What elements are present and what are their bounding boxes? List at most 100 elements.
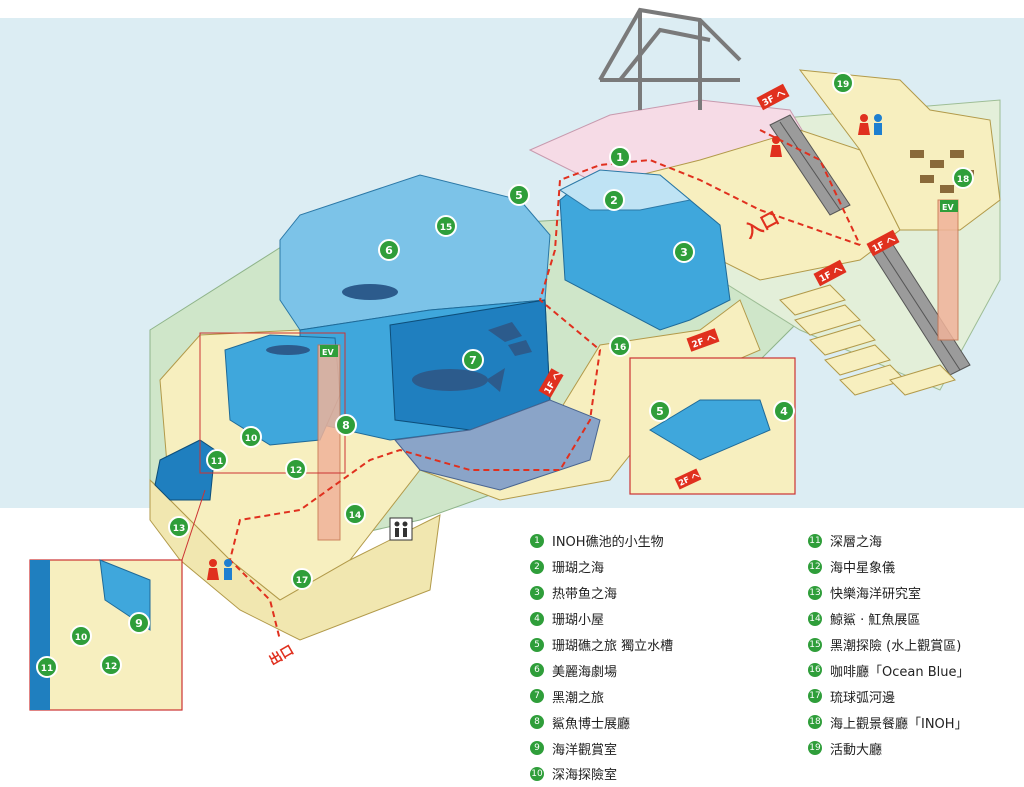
area-marker-5: 5 — [649, 400, 671, 422]
svg-text:9: 9 — [135, 617, 143, 630]
svg-text:11: 11 — [211, 457, 224, 467]
whale-shark-tail — [486, 368, 505, 392]
svg-text:16: 16 — [614, 343, 627, 353]
legend-number-badge: 16 — [808, 663, 822, 678]
restroom-icon-3 — [858, 114, 882, 135]
area-marker-14: 14 — [344, 503, 366, 525]
legend-number-badge: 15 — [808, 637, 822, 652]
legend-item-8: 8 鯊魚博士展廳 — [530, 709, 673, 735]
area-marker-12: 12 — [285, 458, 307, 480]
lower-floor — [149, 478, 441, 641]
svg-text:10: 10 — [75, 633, 88, 643]
inset-coral-hut-tank — [649, 399, 771, 461]
legend-number-badge: 2 — [530, 559, 544, 574]
area-marker-6: 6 — [378, 239, 400, 261]
manta-ray-figure — [488, 322, 522, 342]
area-marker-17: 17 — [291, 568, 313, 590]
escalator-upper — [769, 114, 851, 216]
legend-label: 黑潮探險 (水上觀賞區) — [830, 639, 962, 654]
restroom-icon-4 — [770, 136, 782, 157]
legend-item-15: 15 黑潮探險 (水上觀賞區) — [808, 632, 969, 658]
legend-number-badge: 13 — [808, 585, 822, 600]
legend-number-badge: 3 — [530, 585, 544, 600]
legend-label: 黑潮之旅 — [552, 690, 605, 706]
legend-number-badge: 17 — [808, 689, 822, 704]
legend-label: 珊瑚小屋 — [552, 613, 605, 629]
area-marker-15: 15 — [435, 215, 457, 237]
visitor-route — [228, 158, 861, 641]
svg-text:14: 14 — [349, 511, 362, 521]
legend-number-badge: 10 — [530, 766, 544, 781]
svg-text:5: 5 — [515, 189, 523, 202]
manta-ray-figure-2 — [508, 340, 532, 356]
legend-label: 珊瑚礁之旅 獨立水槽 — [552, 639, 674, 654]
whale-shark-figure — [412, 369, 488, 391]
legend-number-badge: 9 — [530, 741, 544, 756]
legend-item-3: 3 热带鱼之海 — [530, 580, 673, 606]
legend-label: 鯊魚博士展廳 — [552, 716, 631, 732]
legend-item-9: 9 海洋觀賞室 — [530, 735, 673, 761]
whale-shark-figure-2 — [342, 284, 398, 300]
elevator-shaft-2 — [937, 199, 959, 341]
area-marker-2: 2 — [603, 189, 625, 211]
svg-text:12: 12 — [105, 662, 118, 672]
legend-item-13: 13 快樂海洋研究室 — [808, 580, 969, 606]
svg-text:12: 12 — [290, 466, 303, 476]
legend-label: 快樂海洋研究室 — [830, 587, 922, 603]
ev-sign-b: EV — [940, 200, 958, 212]
legend-item-17: 17 琉球弧河邊 — [808, 683, 969, 709]
shark-figure — [266, 345, 310, 355]
legend-number-badge: 8 — [530, 715, 544, 730]
area-marker-3: 3 — [673, 241, 695, 263]
legend-number-badge: 11 — [808, 533, 822, 548]
legend-number-badge: 4 — [530, 611, 544, 626]
svg-text:EV: EV — [942, 203, 954, 212]
legend-item-18: 18 海上觀景餐廳「INOH」 — [808, 709, 969, 735]
legend-label: 海上觀景餐廳「INOH」 — [830, 716, 968, 732]
legend-number-badge: 18 — [808, 715, 822, 730]
area-marker-13: 13 — [168, 516, 190, 538]
legend-label: 活動大廳 — [830, 742, 883, 758]
legend-label: 琉球弧河邊 — [830, 690, 896, 706]
area-marker-18: 18 — [952, 167, 974, 189]
area-marker-5: 5 — [508, 184, 530, 206]
area-marker-8: 8 — [335, 414, 357, 436]
legend-label: 深海探險室 — [552, 768, 618, 784]
legend-item-14: 14 鯨鯊 · 魟魚展區 — [808, 606, 969, 632]
legend-label: INOH礁池的小生物 — [552, 535, 664, 551]
svg-text:13: 13 — [173, 524, 186, 534]
ev-sign-a: EV — [320, 345, 338, 357]
svg-text:11: 11 — [41, 664, 54, 674]
svg-text:3: 3 — [680, 246, 688, 259]
svg-text:19: 19 — [837, 80, 850, 90]
legend-label: 鯨鯊 · 魟魚展區 — [830, 613, 921, 629]
area-marker-12: 12 — [100, 654, 122, 676]
restroom-icon-2 — [207, 559, 232, 580]
svg-text:7: 7 — [469, 354, 477, 367]
legend-label: 咖啡廳「Ocean Blue」 — [830, 664, 970, 680]
legend-label: 热带鱼之海 — [552, 587, 618, 603]
area-marker-11: 11 — [36, 656, 58, 678]
legend-label: 海中星象儀 — [830, 561, 896, 577]
legend-item-16: 16 咖啡廳「Ocean Blue」 — [808, 657, 969, 683]
svg-text:4: 4 — [780, 405, 788, 418]
svg-text:2: 2 — [610, 194, 618, 207]
legend-item-2: 2 珊瑚之海 — [530, 554, 673, 580]
observation-frame-structure — [598, 7, 742, 110]
area-marker-1: 1 — [609, 146, 631, 168]
legend-label: 海洋觀賞室 — [552, 742, 618, 758]
legend-label: 珊瑚之海 — [552, 561, 605, 577]
area-marker-4: 4 — [773, 400, 795, 422]
svg-text:15: 15 — [440, 223, 453, 233]
legend-number-badge: 14 — [808, 611, 822, 626]
elevator-shaft — [317, 344, 341, 541]
svg-text:1: 1 — [616, 151, 624, 164]
inset-outline-main — [199, 332, 346, 474]
